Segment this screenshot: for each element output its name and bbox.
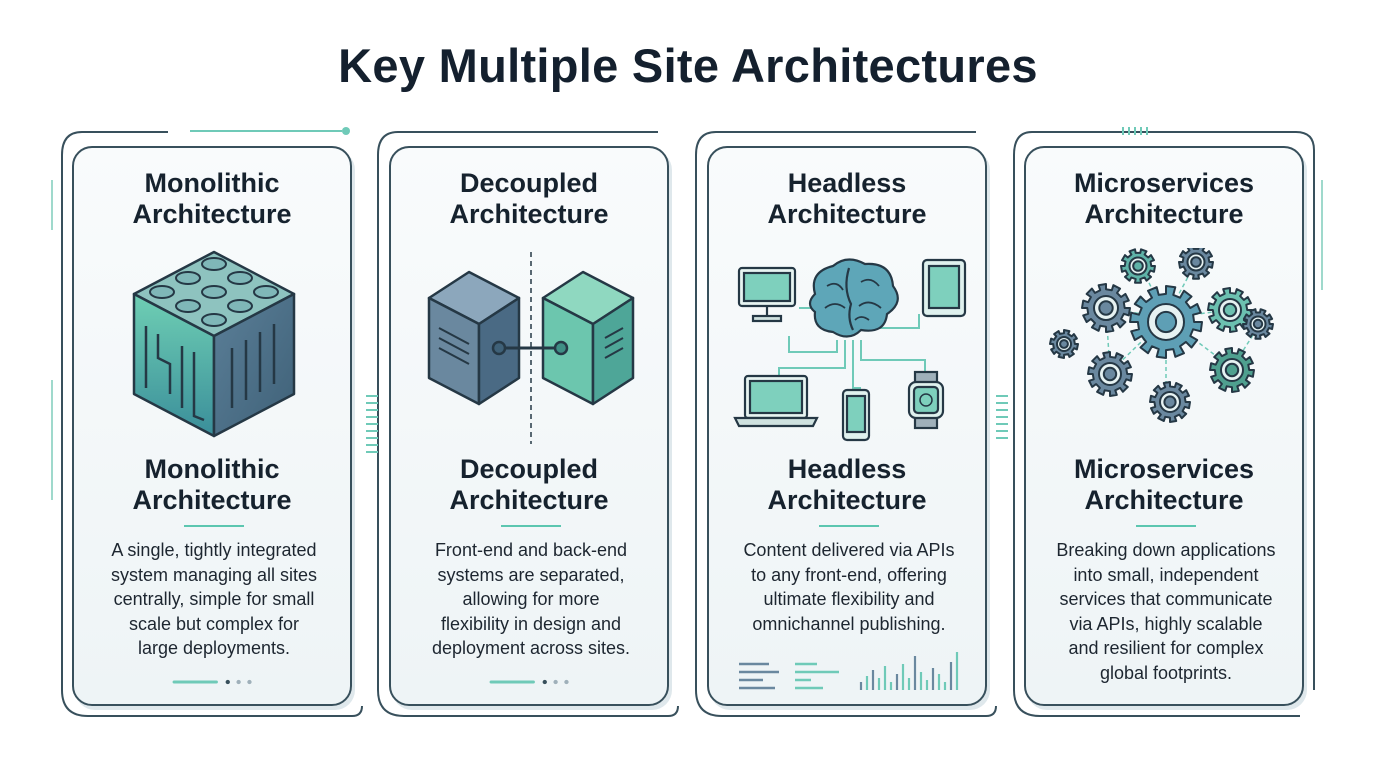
pager-dots-icon — [172, 679, 252, 685]
heading-line: Monolithic — [144, 454, 280, 484]
desc-line: ultimate flexibility and — [763, 589, 935, 609]
desc-line: Front-end and back-end — [434, 540, 628, 560]
card-heading: Decoupled Architecture — [391, 454, 667, 516]
heading-line: Architecture — [132, 485, 292, 515]
desc-line: large deployments. — [137, 638, 291, 658]
desc-line: deployment across sites. — [431, 638, 631, 658]
desc-line: A single, tightly integrated — [111, 540, 317, 560]
brain-devices-icon — [733, 258, 967, 442]
top-label-line: Headless — [787, 168, 907, 198]
desc-line: allowing for more — [462, 589, 600, 609]
heading-line: Architecture — [1084, 485, 1244, 515]
card-description: A single, tightly integrated system mana… — [94, 538, 334, 661]
gears-network-icon — [1049, 248, 1274, 423]
pager-dots-icon — [489, 679, 569, 685]
gear-icon — [1087, 351, 1133, 397]
top-label-line: Monolithic — [144, 168, 280, 198]
desc-line: via APIs, highly scalable — [1069, 613, 1263, 634]
desc-line: omnichannel publishing. — [752, 613, 946, 634]
heading-line: Headless — [787, 454, 907, 484]
connected-servers-icon — [427, 252, 635, 444]
card-decoupled: Decoupled Architecture Decoupled Archite… — [389, 146, 669, 706]
mini-bar-chart-icon — [739, 652, 959, 690]
card-top-label: Headless Architecture — [709, 168, 985, 230]
top-label-line: Decoupled — [459, 168, 599, 198]
gear-icon — [1209, 347, 1255, 393]
heading-line: Architecture — [449, 485, 609, 515]
gear-icon — [1149, 381, 1191, 423]
top-label-line: Architecture — [767, 199, 927, 229]
card-top-label: Decoupled Architecture — [391, 168, 667, 230]
divider — [1136, 525, 1196, 527]
desc-line: systems are separated, — [437, 564, 625, 585]
desc-line: into small, independent — [1073, 564, 1259, 585]
gear-icon — [1129, 285, 1203, 359]
top-label-line: Architecture — [132, 199, 292, 229]
top-label-line: Architecture — [1084, 199, 1244, 229]
desc-line: system managing all sites — [110, 564, 318, 585]
heading-line: Decoupled — [459, 454, 599, 484]
desc-line: Breaking down applications — [1056, 540, 1276, 560]
card-description: Content delivered via APIs to any front-… — [729, 538, 969, 636]
gear-icon — [1242, 308, 1274, 340]
gear-icon — [1049, 329, 1079, 359]
gear-icon — [1081, 283, 1131, 333]
card-top-label: Monolithic Architecture — [74, 168, 350, 230]
gear-icon — [1178, 248, 1214, 280]
card-top-label: Microservices Architecture — [1026, 168, 1302, 230]
top-label-line: Microservices — [1073, 168, 1255, 198]
card-description: Breaking down applications into small, i… — [1046, 538, 1286, 685]
card-heading: Microservices Architecture — [1026, 454, 1302, 516]
card-heading: Monolithic Architecture — [74, 454, 350, 516]
desc-line: services that communicate — [1059, 589, 1273, 609]
heading-line: Architecture — [767, 485, 927, 515]
card-microservices: Microservices Architecture Microservices… — [1024, 146, 1304, 706]
gear-icon — [1120, 248, 1156, 284]
desc-line: Content delivered via APIs — [743, 540, 955, 560]
divider — [184, 525, 244, 527]
card-monolithic: Monolithic Architecture — [72, 146, 352, 706]
desc-line: global footprints. — [1099, 662, 1233, 683]
top-label-line: Architecture — [449, 199, 609, 229]
building-block-icon — [132, 250, 296, 438]
desc-line: to any front-end, offering — [751, 564, 947, 585]
desc-line: scale but complex for — [128, 613, 300, 634]
divider — [501, 525, 561, 527]
divider — [819, 525, 879, 527]
heading-line: Microservices — [1073, 454, 1255, 484]
desc-line: centrally, simple for small — [113, 589, 315, 609]
gear-icon — [1207, 287, 1253, 333]
desc-line: and resilient for complex — [1068, 638, 1264, 658]
card-description: Front-end and back-end systems are separ… — [411, 538, 651, 661]
card-headless: Headless Architecture — [707, 146, 987, 706]
card-heading: Headless Architecture — [709, 454, 985, 516]
desc-line: flexibility in design and — [440, 613, 622, 634]
page-title: Key Multiple Site Architectures — [338, 39, 1038, 92]
